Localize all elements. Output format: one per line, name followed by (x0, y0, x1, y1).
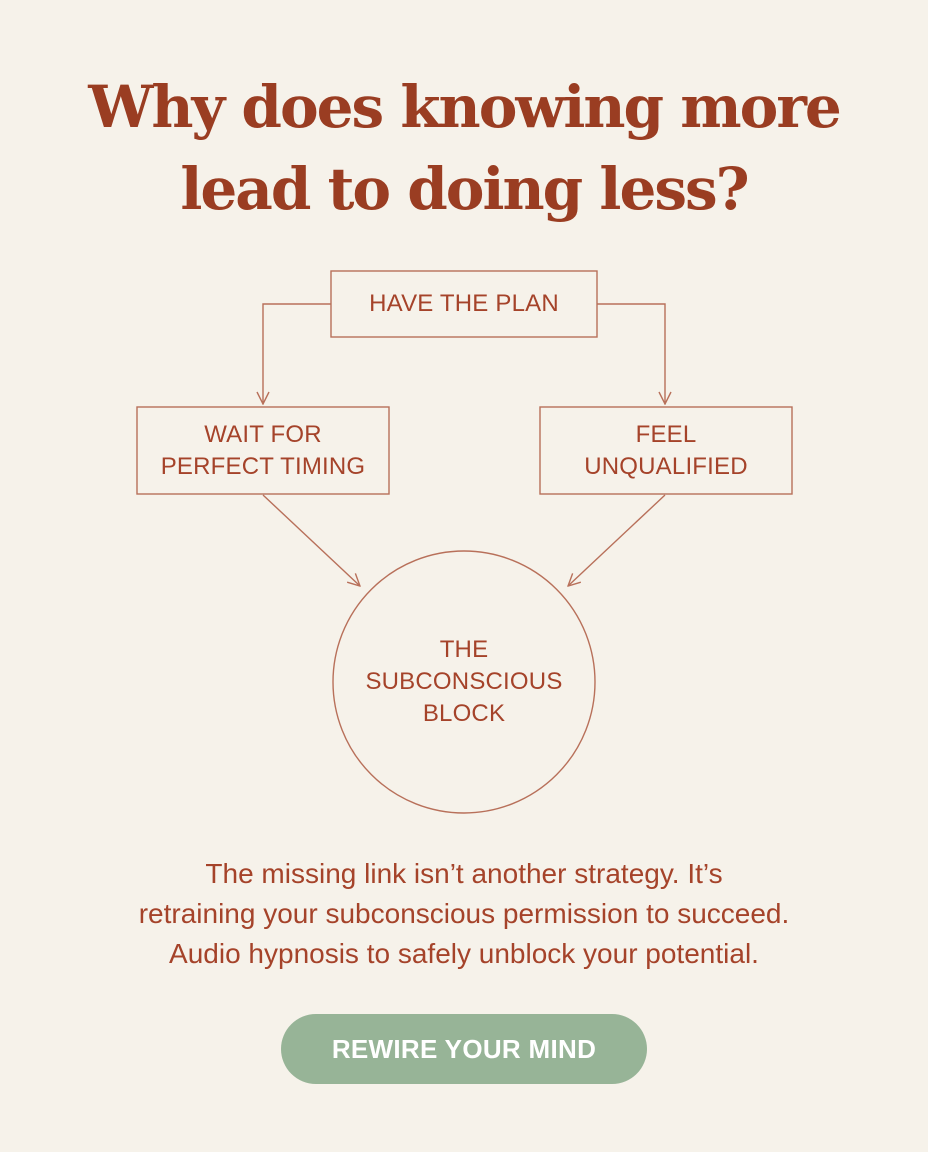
body-line-1: The missing link isn’t another strategy.… (205, 858, 723, 889)
arrow-left-to-center (262, 494, 360, 586)
center-node-line-3: BLOCK (422, 700, 506, 727)
top-node-label: HAVE THE PLAN (369, 290, 559, 317)
arrow-top-to-right (597, 303, 665, 404)
body-line-3: Audio hypnosis to safely unblock your po… (169, 938, 759, 969)
left-node: WAIT FOR PERFECT TIMING (137, 407, 389, 494)
center-node-line-1: THE (439, 636, 489, 663)
right-node-box (539, 406, 793, 495)
center-node-circle (332, 550, 596, 814)
arrow-right-to-center (568, 494, 666, 586)
left-node-line-1: WAIT FOR (204, 420, 322, 448)
center-node: THE SUBCONSCIOUS BLOCK (333, 551, 595, 813)
body-copy: The missing link isn’t another strategy.… (60, 854, 868, 974)
center-node-line-2: SUBCONSCIOUS (365, 668, 563, 695)
left-node-box (136, 406, 390, 495)
arrow-top-to-left (263, 303, 331, 404)
top-node: HAVE THE PLAN (331, 271, 597, 337)
right-node-line-1: FEEL (635, 420, 697, 448)
headline-line-1: Why does knowing more (88, 73, 842, 141)
headline-line-2: lead to doing less? (180, 155, 749, 223)
right-node: FEEL UNQUALIFIED (540, 407, 792, 494)
left-node-line-2: PERFECT TIMING (160, 452, 366, 480)
rewire-your-mind-button[interactable]: REWIRE YOUR MIND (281, 1014, 647, 1084)
right-node-line-2: UNQUALIFIED (584, 452, 748, 480)
headline: Why does knowing more lead to doing less… (0, 66, 928, 230)
body-line-2: retraining your subconscious permission … (138, 898, 790, 929)
